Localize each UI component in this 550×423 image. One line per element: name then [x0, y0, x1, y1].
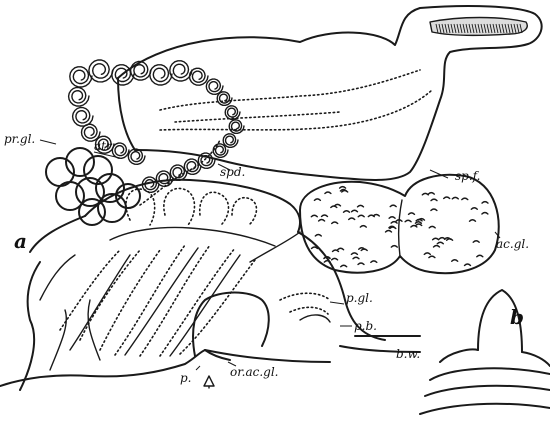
gland-mark	[437, 242, 443, 244]
label-b-w: b.w.	[396, 347, 420, 361]
gland-mark	[360, 226, 366, 228]
gland-mark	[332, 222, 338, 224]
gland-mark	[371, 261, 377, 263]
gland-mark	[386, 231, 392, 233]
gland-mark	[349, 218, 355, 220]
gland-mark	[477, 255, 483, 257]
gland-mark	[431, 199, 437, 201]
panel-label-a: a	[14, 229, 27, 253]
gland-mark	[351, 253, 357, 255]
coil-loop	[229, 120, 244, 134]
gland-mark	[434, 246, 440, 248]
gland-mark	[431, 209, 437, 211]
gland-mark	[335, 204, 341, 206]
panel-label-b: b	[510, 305, 524, 329]
gland-mark	[422, 193, 428, 195]
gland-mark	[333, 250, 339, 252]
gland-mark	[389, 217, 395, 219]
gland-mark	[331, 206, 337, 208]
coil-loop	[112, 143, 129, 158]
coil-loop	[131, 62, 151, 81]
gland-mark	[439, 238, 445, 240]
gland-mark	[315, 235, 321, 237]
gland-mark	[352, 210, 358, 212]
prostate-gland	[46, 148, 140, 225]
gland-mark	[344, 211, 350, 213]
gland-mark	[482, 213, 488, 215]
gland-mark	[358, 263, 364, 265]
gland-mark	[465, 264, 471, 266]
gland-mark	[424, 253, 430, 255]
coil-loop	[128, 149, 145, 164]
label-pr-gl: pr.gl.	[4, 132, 35, 146]
gland-mark	[428, 193, 434, 195]
gland-mark	[325, 192, 331, 194]
coil-loop	[69, 88, 89, 107]
coil-loop	[217, 92, 232, 106]
coil-loop	[89, 60, 113, 82]
coil-loop	[223, 134, 238, 148]
gland-mark	[433, 238, 439, 240]
gland-mark	[429, 256, 435, 258]
gland-mark	[429, 226, 435, 228]
gland-mark	[471, 208, 477, 210]
coil-loop	[225, 106, 240, 120]
gland-mark	[359, 248, 365, 250]
coil-loop	[73, 108, 93, 127]
coil-loop	[190, 68, 209, 85]
gland-mark	[391, 246, 397, 248]
gland-mark	[340, 187, 346, 189]
gland-mark	[415, 222, 421, 224]
gland-mark	[444, 197, 450, 199]
atrium-coils	[69, 60, 244, 192]
gland-mark	[482, 202, 488, 204]
gland-mark	[338, 248, 344, 250]
label-spd: spd.	[220, 165, 245, 179]
gland-mark	[311, 215, 317, 217]
gland-mark	[452, 260, 458, 262]
gland-mark	[462, 198, 468, 200]
label-sp-f: sp.f.	[455, 169, 480, 183]
gland-mark	[473, 241, 479, 243]
gland-mark	[368, 215, 374, 217]
label-or-ac-gl: or.ac.gl.	[230, 365, 278, 379]
gland-mark	[390, 205, 396, 207]
panel-b-drawing	[420, 290, 550, 414]
gland-mark	[409, 213, 415, 215]
accessory-glands	[300, 175, 499, 273]
gland-mark	[452, 197, 458, 199]
gland-mark	[314, 199, 320, 201]
label-p: p.	[180, 371, 192, 385]
gland-mark	[319, 220, 325, 222]
gland-mark	[358, 215, 364, 217]
label-atr: atr.	[94, 139, 114, 153]
gland-mark	[341, 265, 347, 267]
coil-loop	[170, 61, 192, 81]
gland-mark	[470, 220, 476, 222]
label-p-gl: p.gl.	[346, 291, 373, 305]
label-p-b: p.b.	[354, 319, 377, 333]
gland-mark	[322, 215, 328, 217]
gland-mark	[353, 257, 359, 259]
seminal-funnel	[118, 6, 542, 180]
label-ac-gl: ac.gl.	[496, 237, 529, 251]
gland-mark	[405, 220, 411, 222]
coil-loop	[150, 65, 172, 85]
gland-mark	[332, 258, 338, 260]
gland-mark	[416, 224, 422, 226]
gland-mark	[358, 205, 364, 207]
